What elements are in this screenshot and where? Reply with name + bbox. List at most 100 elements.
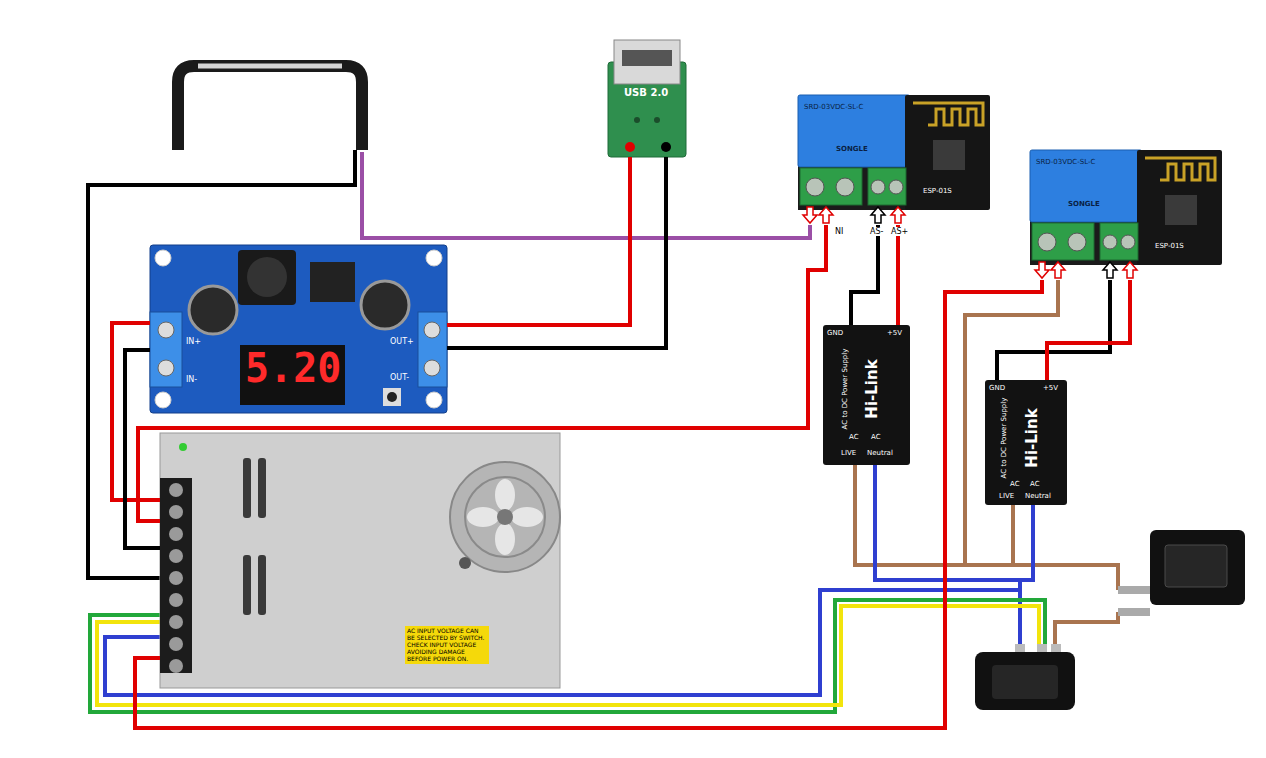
ac-dc-module [985, 380, 1067, 505]
terminal-screw [169, 571, 183, 585]
brand-label: SONGLE [1068, 200, 1100, 208]
pin-label: AC [1030, 480, 1040, 488]
ac-dc-module: Hi-LinkAC to DC Power SupplyGND+5VACACLI… [985, 380, 1067, 505]
terminal-arrow [1123, 262, 1137, 278]
live-wire [1055, 612, 1118, 655]
pin-label: AC [1010, 480, 1020, 488]
case-screw [459, 557, 471, 569]
terminal-arrow [1051, 262, 1065, 278]
push-button-cap [387, 392, 397, 402]
inductor-core [247, 257, 287, 297]
mount-hole [155, 392, 171, 408]
antenna-trace [913, 103, 983, 125]
rocker-button [1165, 545, 1227, 587]
relay-module: SRD-03VDC-SL-CSONGLEESP-01S [1030, 150, 1222, 280]
terminal-label: AS- [869, 227, 884, 236]
terminal-screw [158, 322, 174, 338]
usb-board: USB 2.0 [608, 40, 686, 157]
led-display [240, 345, 345, 405]
terminal-arrow [1035, 262, 1049, 278]
capacitor [189, 286, 237, 334]
terminal-screw [169, 615, 183, 629]
pin-label: Neutral [867, 449, 893, 457]
display-reading: 5.20 [245, 348, 341, 388]
psu-case [160, 433, 560, 688]
ac-dc-module: Hi-LinkAC to DC Power SupplyGND+5VACACLI… [823, 325, 910, 465]
inductor [238, 250, 296, 305]
terminal-screw [169, 659, 183, 673]
board-label: USB 2.0 [624, 87, 668, 99]
regulator-chip [310, 262, 355, 302]
module-description: AC to DC Power Supply [1000, 398, 1008, 479]
terminal-screw [806, 178, 824, 196]
wire [851, 225, 878, 325]
pin-label: +5V [887, 329, 902, 337]
terminal-block [868, 168, 906, 205]
terminal-screw [169, 549, 183, 563]
part-number: SRD-03VDC-SL-C [1036, 158, 1095, 166]
terminal-screw [169, 527, 183, 541]
psu-terminal-block [160, 478, 192, 673]
buck-pcb [150, 245, 447, 413]
terminal-arrow [871, 207, 885, 223]
pin-label: IN+ [186, 337, 201, 346]
mount-hole [426, 250, 442, 266]
terminal-screw [169, 637, 183, 651]
pin-label: Neutral [1025, 492, 1051, 500]
vent-slot [258, 458, 266, 518]
terminal-block [800, 168, 862, 205]
fan-blade [467, 507, 499, 527]
pin-hole [654, 117, 660, 123]
usb-slot [622, 50, 672, 66]
buck-converter: 5.20 IN+ IN- OUT+ OUT- [150, 245, 447, 413]
relay-body [798, 95, 910, 167]
pin-label: LIVE [999, 492, 1014, 500]
pin-label: IN- [186, 375, 197, 384]
terminal-screw [1121, 235, 1135, 249]
wire [135, 280, 1042, 728]
ac-dc-module [823, 325, 910, 465]
pin-label: OUT- [390, 373, 409, 382]
pin-label: GND [827, 329, 843, 337]
relay-module: SRD-03VDC-SL-CSONGLEESP-01S [798, 95, 990, 225]
fan-blade [511, 507, 543, 527]
terminal-label: AS+ [890, 227, 909, 236]
terminal-block [1100, 223, 1138, 260]
esp-chip [1165, 195, 1197, 225]
power-supply: AC INPUT VOLTAGE CAN BE SELECTED BY SWIT… [160, 433, 560, 688]
vent-slot [258, 555, 266, 615]
terminal-screw [424, 322, 440, 338]
vent-slot [243, 555, 251, 615]
pin-label: +5V [1043, 384, 1058, 392]
mount-hole [426, 392, 442, 408]
terminal-arrow [1103, 262, 1117, 278]
wire [125, 350, 160, 548]
pin-label: OUT+ [390, 337, 414, 346]
terminal-block [1032, 223, 1094, 260]
wire [1047, 280, 1130, 380]
case-handle [178, 66, 362, 150]
module-description: AC to DC Power Supply [841, 349, 849, 430]
terminal-screw [169, 593, 183, 607]
wire [896, 225, 900, 325]
warning-label: AC INPUT VOLTAGE CAN BE SELECTED BY SWIT… [405, 626, 489, 664]
terminal-arrow [803, 207, 817, 223]
vent-slot [243, 458, 251, 518]
brand-label: Hi-Link [864, 359, 881, 418]
terminal-screw [169, 483, 183, 497]
esp-board [905, 95, 990, 210]
pin-hole [634, 117, 640, 123]
terminal-screw [1103, 235, 1117, 249]
brand-label: Hi-Link [1024, 408, 1041, 467]
terminal-label: NI [834, 227, 844, 236]
switch-pin [1118, 608, 1150, 616]
fan-blade [495, 523, 515, 555]
iec-socket-face [992, 665, 1058, 699]
terminal-screw [158, 360, 174, 376]
fan-hub [497, 509, 513, 525]
antenna-trace [1145, 158, 1215, 180]
module-label: ESP-01S [923, 187, 952, 195]
